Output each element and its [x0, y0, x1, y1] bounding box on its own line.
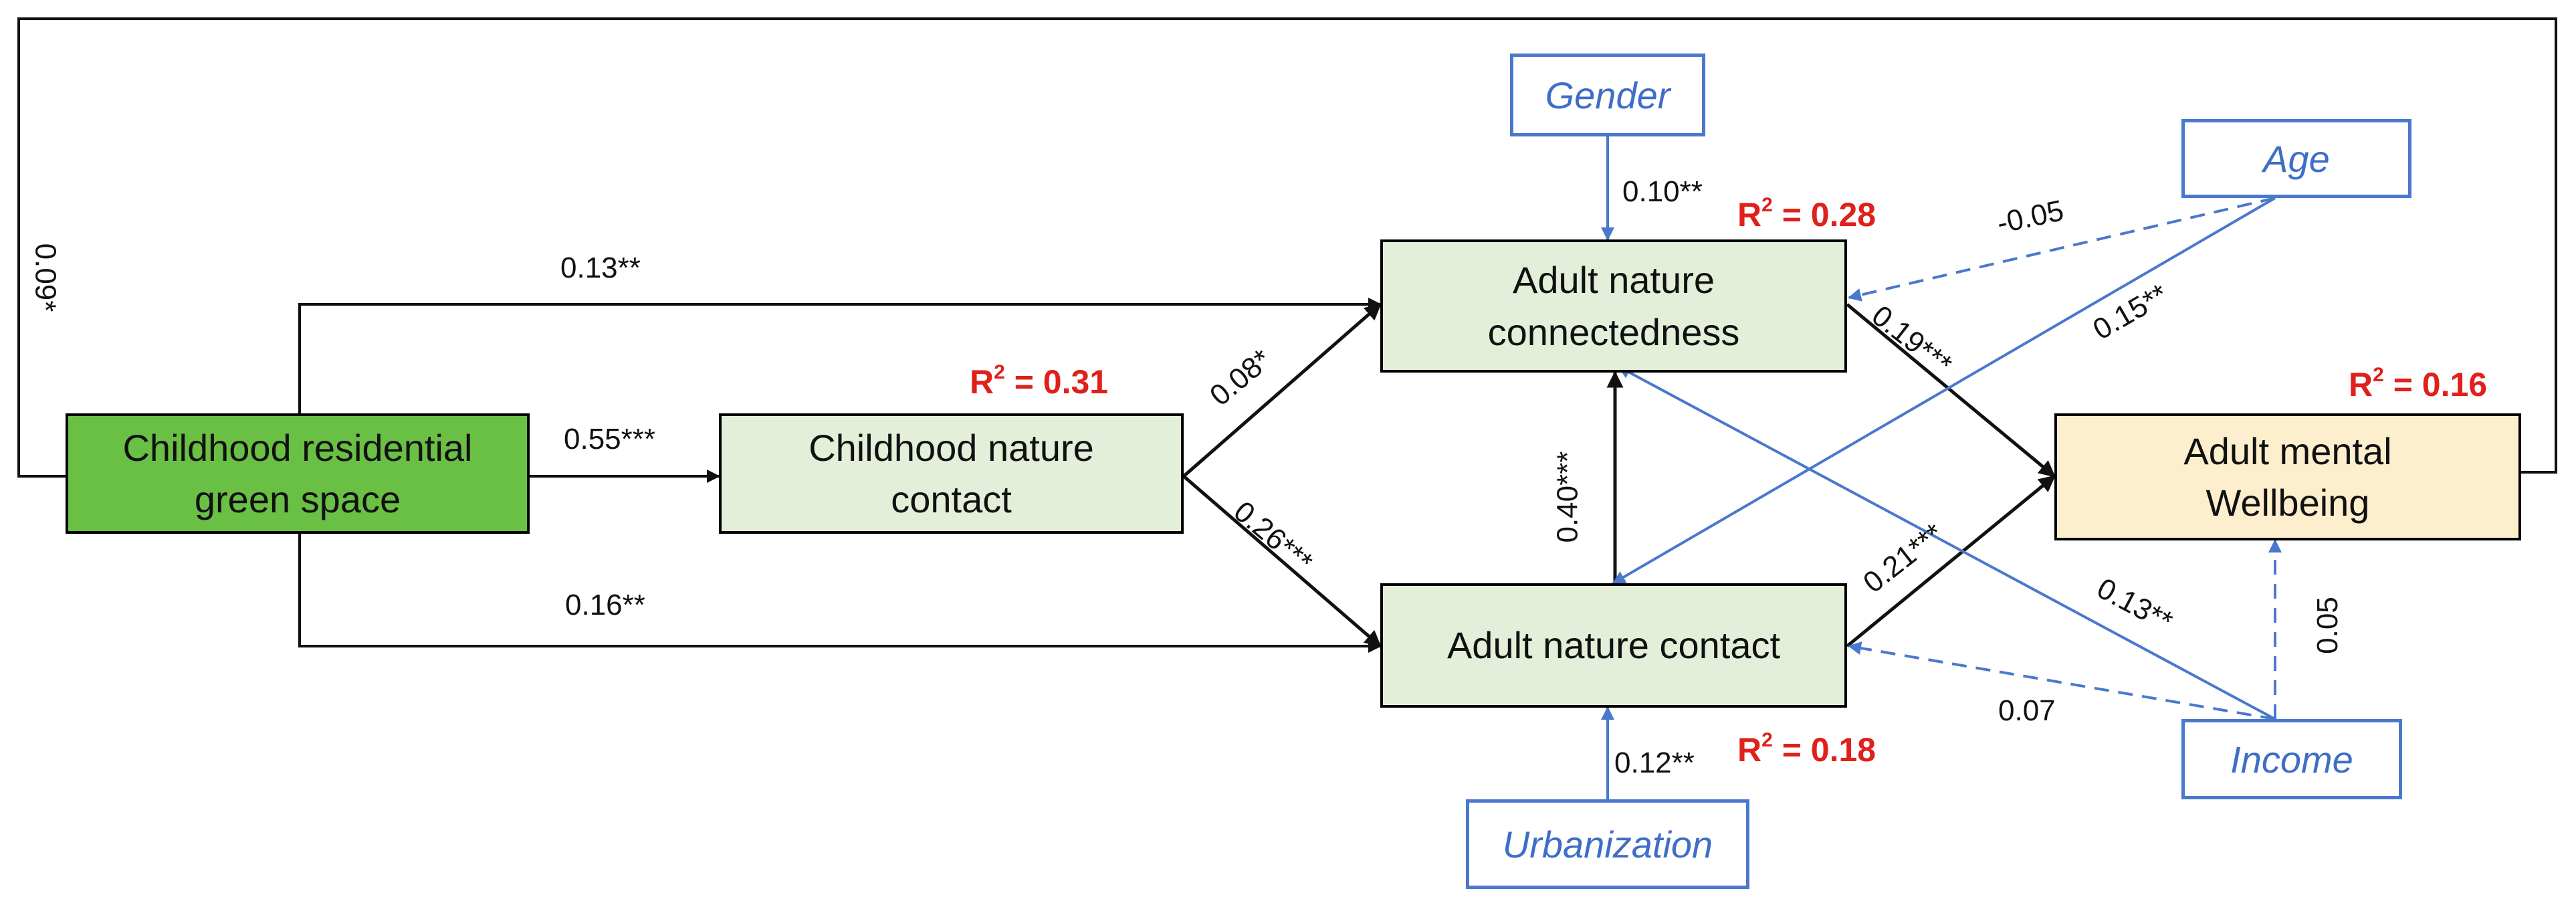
path-connect-to-wellbeing — [1846, 303, 2056, 478]
node-childhood-nature-contact-line1: Childhood nature — [809, 426, 1094, 469]
r2-adult-nature-connectedness-sup: 2 — [1761, 194, 1773, 216]
coef-green-to-connect: 0.13** — [560, 251, 641, 284]
path-adultcontact-to-wellbeing — [1846, 475, 2056, 647]
node-childhood-green-space-line1: Childhood residential — [122, 426, 473, 469]
control-age-label: Age — [2263, 137, 2330, 180]
node-childhood-green-space: Childhood residential green space — [66, 413, 530, 534]
coef-green-to-wellbeing: 0.09* — [29, 243, 62, 312]
node-adult-mental-wellbeing: Adult mental Wellbeing — [2054, 413, 2521, 540]
coef-green-to-childcontact: 0.55*** — [564, 423, 656, 456]
node-adult-nature-contact-line1: Adult nature contact — [1446, 624, 1781, 667]
node-adult-mental-wellbeing-line2: Wellbeing — [2206, 482, 2370, 524]
r2-adult-nature-contact-prefix: R — [1737, 731, 1762, 769]
control-gender: Gender — [1510, 54, 1705, 136]
control-age: Age — [2181, 119, 2411, 198]
r2-adult-nature-contact-value: = 0.18 — [1772, 731, 1876, 769]
r2-adult-nature-connectedness-value: = 0.28 — [1772, 196, 1876, 233]
control-urbanization: Urbanization — [1466, 799, 1749, 889]
r2-childhood-nature-contact-value: = 0.31 — [1004, 363, 1109, 401]
node-childhood-green-space-line2: green space — [194, 478, 401, 520]
r2-adult-nature-connectedness: R2 = 0.28 — [1737, 194, 1876, 234]
node-childhood-nature-contact-line2: contact — [891, 478, 1012, 520]
coef-green-to-adultcontact: 0.16** — [565, 589, 645, 621]
control-income: Income — [2181, 719, 2402, 799]
r2-childhood-nature-contact-sup: 2 — [994, 361, 1005, 383]
r2-adult-mental-wellbeing-value: = 0.16 — [2383, 366, 2488, 403]
r2-childhood-nature-contact: R2 = 0.31 — [970, 361, 1108, 401]
control-urbanization-label: Urbanization — [1502, 823, 1713, 866]
coef-income-to-wellbeing: 0.05 — [2311, 597, 2344, 654]
path-green-to-connect — [298, 298, 1382, 413]
r2-adult-mental-wellbeing: R2 = 0.16 — [2349, 364, 2487, 404]
r2-adult-mental-wellbeing-sup: 2 — [2373, 364, 2384, 386]
r2-adult-nature-connectedness-prefix: R — [1737, 196, 1762, 233]
node-childhood-nature-contact: Childhood nature contact — [719, 413, 1184, 534]
path-childcontact-to-adultcontact — [1182, 475, 1382, 647]
path-income-to-connect — [1617, 365, 2276, 720]
path-income-to-adultcontact — [1848, 641, 2276, 720]
path-childcontact-to-connect — [1182, 303, 1382, 478]
coef-income-to-adultcontact: 0.07 — [1998, 694, 2056, 727]
path-age-to-adultcontact — [1612, 197, 2276, 585]
coef-adultcontact-to-connect: 0.40*** — [1551, 451, 1584, 543]
node-adult-nature-connectedness: Adult nature connectedness — [1380, 239, 1847, 373]
node-adult-nature-connectedness-line2: connectedness — [1487, 310, 1740, 353]
path-age-to-connect — [1848, 197, 2276, 302]
r2-childhood-nature-contact-prefix: R — [970, 363, 994, 401]
control-income-label: Income — [2230, 738, 2353, 781]
r2-adult-mental-wellbeing-prefix: R — [2349, 366, 2373, 403]
coef-urbanization-to-adultcontact: 0.12** — [1614, 746, 1695, 779]
path-green-to-wellbeing — [17, 17, 2557, 479]
r2-adult-nature-contact-sup: 2 — [1761, 729, 1773, 751]
node-adult-nature-connectedness-line1: Adult nature — [1513, 259, 1715, 302]
path-green-to-adultcontact — [298, 534, 1382, 653]
node-adult-mental-wellbeing-line1: Adult mental — [2183, 429, 2392, 472]
node-adult-nature-contact: Adult nature contact — [1380, 583, 1847, 708]
control-gender-label: Gender — [1545, 74, 1671, 116]
coef-gender-to-connect: 0.10** — [1622, 175, 1703, 208]
r2-adult-nature-contact: R2 = 0.18 — [1737, 729, 1876, 769]
